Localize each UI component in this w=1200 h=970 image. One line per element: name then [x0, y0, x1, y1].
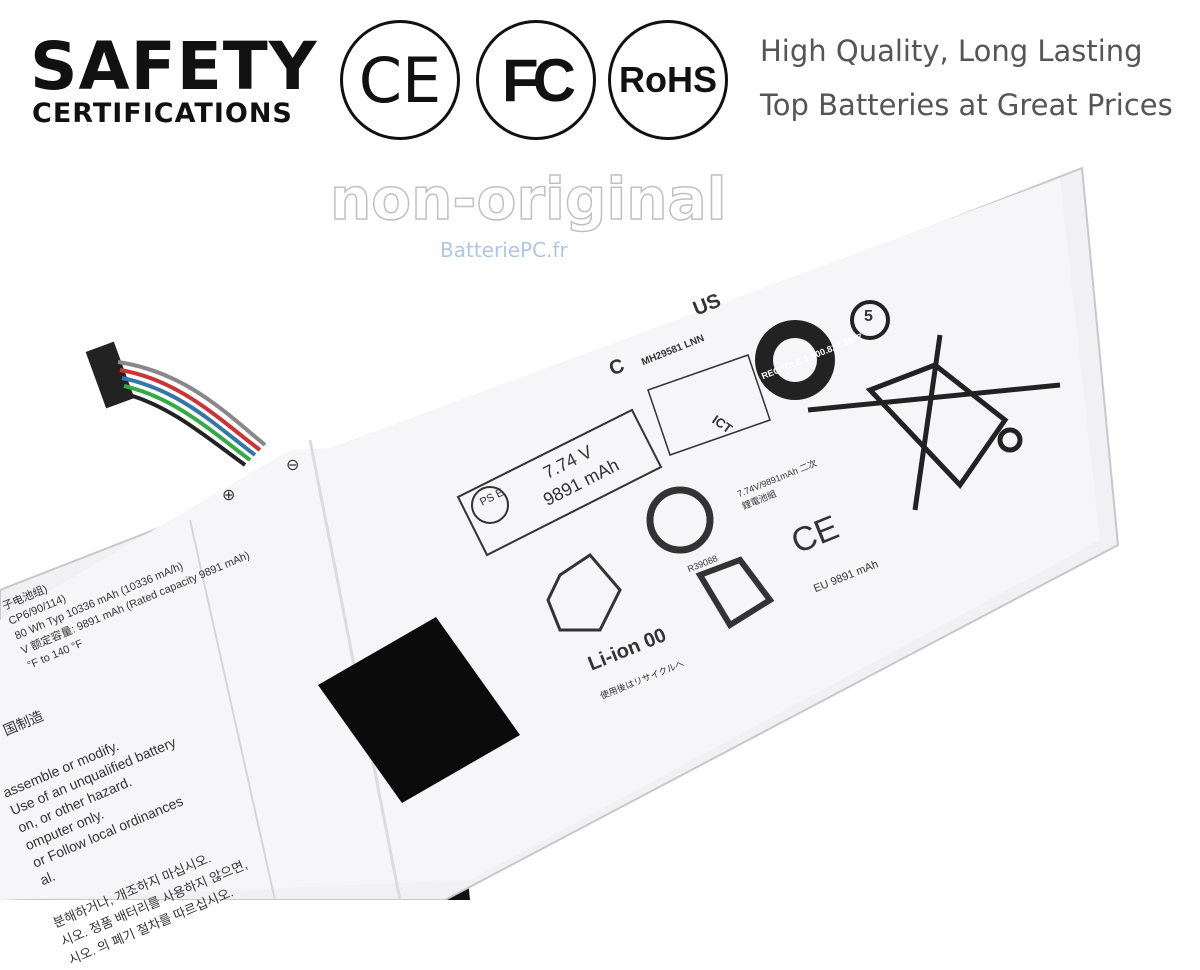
r-mark-icon — [646, 486, 714, 554]
minus-terminal: ⊖ — [286, 457, 300, 474]
banner-subtitle: CERTIFICATIONS — [32, 98, 293, 129]
plus-terminal: ⊕ — [222, 487, 236, 504]
tagline-quality: High Quality, Long Lasting — [760, 34, 1143, 68]
connector — [85, 341, 135, 409]
cable — [117, 360, 267, 467]
watermark-site: BatteriePC.fr — [440, 238, 568, 262]
recycle-arrows-icon — [546, 553, 622, 632]
recycle-number: 5 — [864, 308, 873, 325]
weee-bin-icon — [807, 334, 1061, 511]
battery-illustration — [0, 166, 1120, 900]
pse-icon — [471, 486, 509, 524]
china-recycle-icon — [695, 556, 775, 630]
tagline-prices: Top Batteries at Great Prices — [760, 88, 1173, 122]
fcc-cert-badge: FC — [476, 20, 596, 140]
recycle-5-icon — [850, 300, 890, 340]
banner-title: SAFETY — [30, 28, 318, 105]
black-pad — [318, 617, 520, 803]
ce-cert-badge: CE — [340, 20, 460, 140]
ict-box — [647, 354, 771, 456]
watermark-non-original: non-original — [329, 164, 727, 234]
rohs-cert-badge: RoHS — [608, 20, 728, 140]
pse-box — [456, 408, 663, 557]
